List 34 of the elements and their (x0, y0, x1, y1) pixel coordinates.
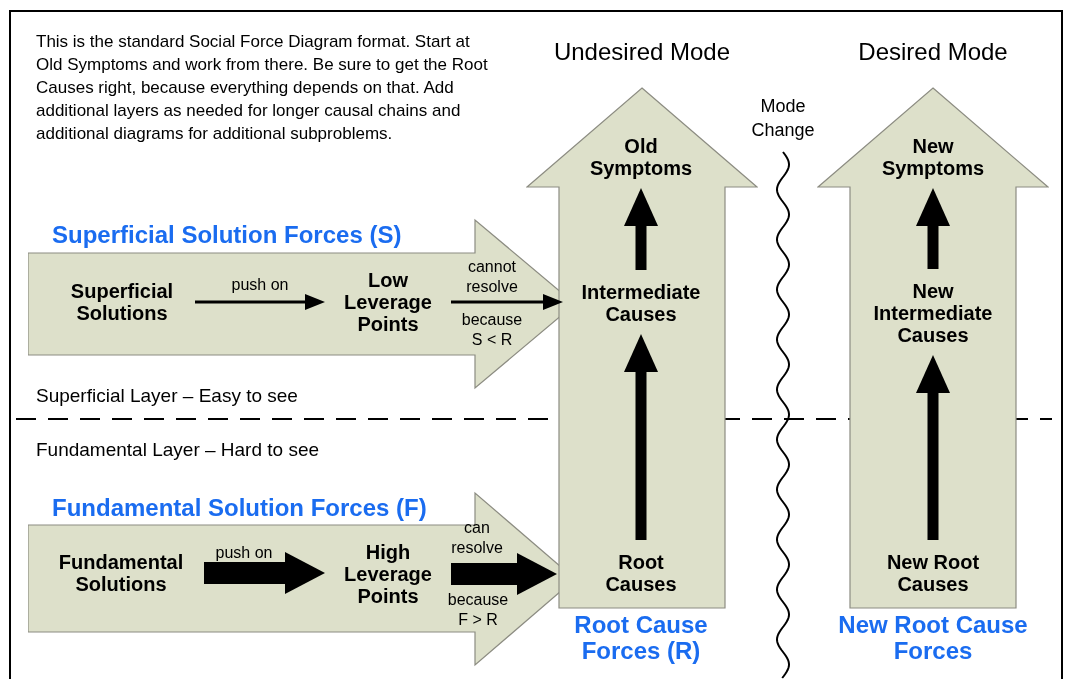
node-label: Root Causes (604, 551, 678, 595)
arrow (916, 188, 950, 269)
mode-heading: Undesired Mode (552, 38, 732, 66)
node-label: Fundamental Solutions (57, 551, 185, 595)
note-text: Superficial Layer – Easy to see (36, 384, 298, 408)
node-label: New Root Causes (885, 551, 981, 595)
edge-label: push on (230, 275, 290, 295)
instructions-note: This is the standard Social Force Diagram format. Start at Old Symptoms and work from there. Be sure to get the Root Causes right, because everything depends on that. Add additional layers as needed for longer causal chains and additional diagrams for additional subproblems. (36, 31, 488, 145)
note-text: because S < R (460, 310, 524, 350)
node-label: New Intermediate Causes (872, 280, 994, 346)
force-heading: Fundamental Solution Forces (F) (52, 493, 427, 523)
arrow (624, 188, 658, 270)
node-label: Intermediate Causes (580, 281, 702, 325)
arrow (451, 553, 557, 595)
node-label: Old Symptoms (588, 135, 694, 179)
node-label: New Symptoms (880, 135, 986, 179)
node-label: High Leverage Points (343, 541, 433, 607)
node-label: Low Leverage Points (343, 269, 433, 335)
arrow (195, 294, 325, 310)
forces-caption: Root Cause Forces (R) (573, 612, 709, 664)
arrow (624, 334, 658, 540)
edge-label: push on (214, 543, 274, 563)
mode-heading: Desired Mode (857, 38, 1009, 66)
edge-label: can resolve (450, 518, 504, 558)
forces-caption: New Root Cause Forces (837, 612, 1029, 664)
note-text: Fundamental Layer – Hard to see (36, 438, 320, 462)
arrow (451, 294, 563, 310)
edge-label: cannot resolve (465, 257, 519, 297)
note-text: because F > R (446, 590, 510, 630)
note-text: Mode Change (750, 95, 816, 142)
force-heading: Superficial Solution Forces (S) (52, 220, 402, 250)
arrow (916, 355, 950, 540)
node-label: Superficial Solutions (69, 280, 175, 324)
arrow (204, 552, 325, 594)
